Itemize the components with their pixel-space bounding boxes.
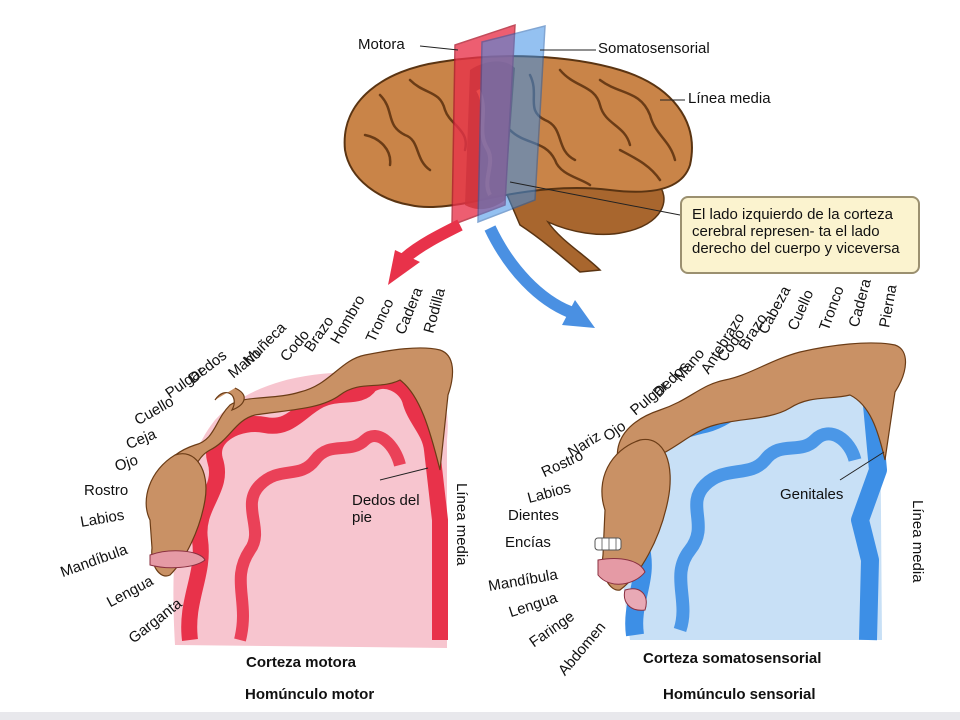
motor-homunculus-caption: Homúnculo motor (245, 686, 375, 703)
sensory-homunculus-caption: Homúnculo sensorial (663, 686, 816, 703)
motor-label: Rostro (84, 482, 129, 499)
sensory-label: Encías (505, 534, 551, 551)
sensory-genitals-label: Genitales (780, 486, 844, 503)
sensory-cortex-caption: Corteza somatosensorial (643, 650, 822, 667)
label-brain-midline: Línea media (688, 90, 771, 107)
motor-midline-label: Línea media (453, 483, 470, 566)
label-motor: Motora (358, 36, 405, 53)
sensory-midline-label: Línea media (909, 500, 926, 583)
motor-arrow (388, 219, 463, 285)
hemisphere-note: El lado izquierdo de la corteza cerebral… (680, 196, 920, 274)
brain-illustration (343, 23, 693, 273)
motor-cortex-caption: Corteza motora (246, 654, 357, 671)
sensory-arrow (484, 225, 595, 328)
sensory-label: Dientes (508, 507, 559, 524)
sensory-cortex-section (594, 342, 907, 641)
bottom-strip (0, 712, 960, 720)
motor-cortex-section (145, 347, 454, 648)
motor-toes-label: Dedos del pie (352, 492, 420, 526)
label-somatosensory: Somatosensorial (598, 40, 710, 57)
